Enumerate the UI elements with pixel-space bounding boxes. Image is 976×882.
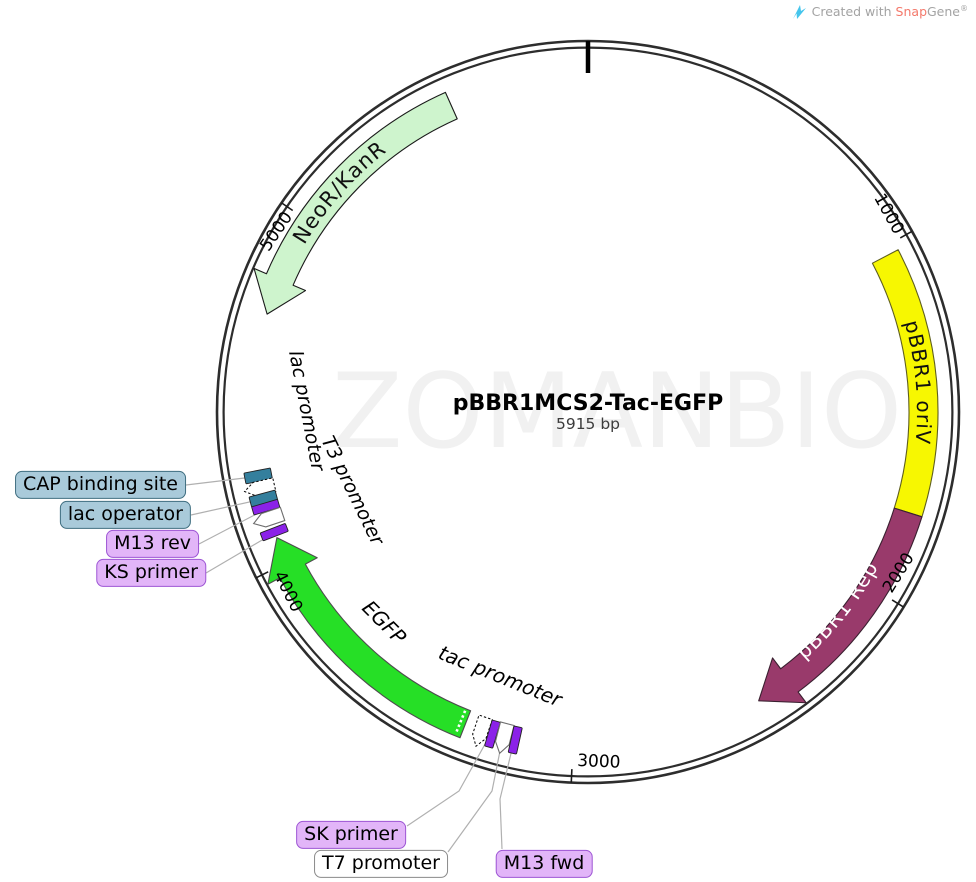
feature-ks-primer (259, 523, 289, 542)
leader-line-m13-fwd (499, 740, 515, 850)
callout-m13-fwd: M13 fwd (495, 849, 593, 879)
feature-egfp (267, 537, 472, 739)
map-label-egfp: EGFP (357, 596, 411, 650)
callout-cap-binding-site: CAP binding site (15, 470, 186, 500)
callout-sk-primer: SK primer (296, 820, 406, 850)
feature-tac-promoter (472, 714, 493, 748)
map-label-lac-promoter: lac promoter (284, 349, 329, 474)
credit-line: Created with SnapGene® (792, 4, 968, 20)
callout-lac-operator: lac operator (59, 500, 191, 530)
ks-primer-box (259, 523, 289, 542)
feature-t7-promoter (494, 721, 515, 755)
snapgene-bolt-icon (792, 5, 806, 19)
feature-m13-fwd (507, 725, 523, 755)
tick-label-3000: 3000 (577, 751, 621, 773)
feature-tail-hatch (454, 710, 467, 735)
callout-t7-promoter: T7 promoter (314, 849, 448, 879)
tick-4000 (255, 571, 269, 579)
features-layer (243, 91, 939, 755)
plasmid-length: 5915 bp (556, 415, 620, 433)
tick-2000 (891, 599, 904, 608)
tick-1000 (899, 230, 913, 239)
plasmid-title: pBBR1MCS2-Tac-EGFP (453, 391, 723, 416)
credit-prefix: Created with (811, 4, 896, 20)
tick-3000 (570, 769, 573, 783)
feature-label-pbbr1-oriv: pBBR1 oriV (900, 318, 936, 446)
credit-text: Created with SnapGene® (812, 4, 968, 19)
leader-line-cap-binding-site (185, 476, 254, 486)
watermark-text: ZOMANBIO (332, 352, 902, 472)
credit-brand-rest: Gene (927, 4, 960, 20)
tick-5000 (281, 202, 294, 212)
credit-registered-mark: ® (960, 4, 968, 14)
feature-neor-kanr (253, 91, 458, 315)
feature-lac-promoter (243, 477, 277, 497)
feature-t3-promoter (252, 506, 286, 528)
leader-line-sk-primer (406, 736, 490, 827)
feature-label-neor-kanr: NeoR/KanR (288, 136, 391, 248)
t3-promoter-arrow (252, 506, 286, 528)
callout-m13-rev: M13 rev (106, 529, 199, 559)
credit-brand-highlight: Snap (895, 4, 927, 20)
lac-promoter-arrow (243, 477, 277, 497)
tac-promoter-arrow (472, 714, 493, 748)
callout-ks-primer: KS primer (96, 558, 206, 588)
m13-fwd-box (507, 725, 523, 755)
feature-pbbr1-rep (758, 507, 923, 704)
map-label-tac-promoter: tac promoter (435, 640, 567, 712)
leader-line-t7-promoter (447, 740, 503, 853)
t7-promoter-arrow (494, 721, 515, 755)
